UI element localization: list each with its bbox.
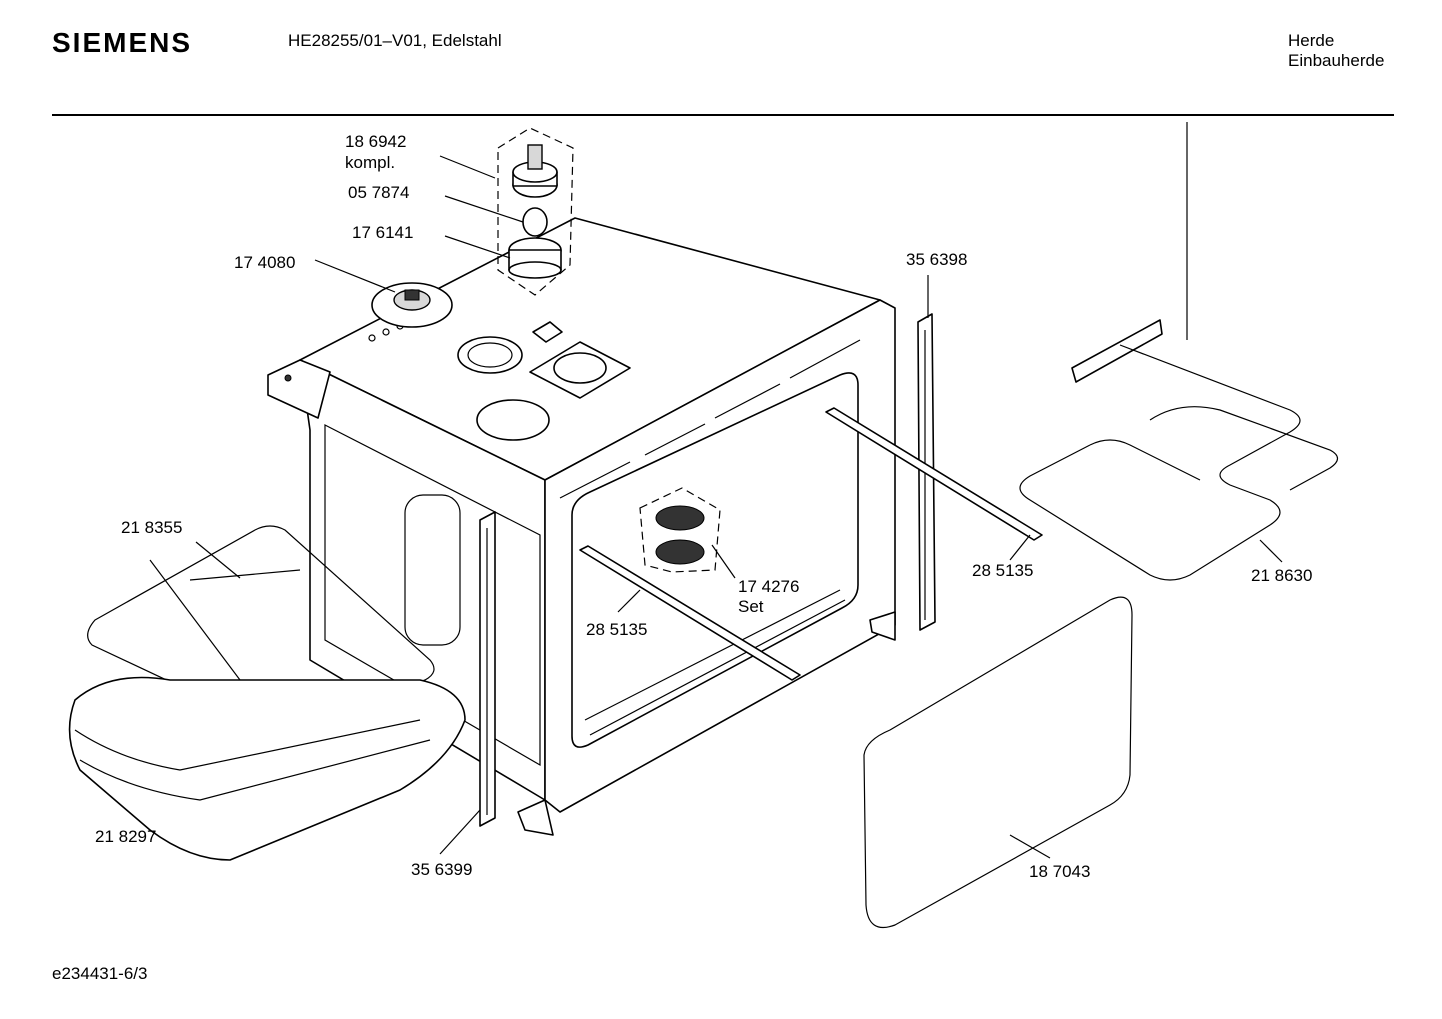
part-356399-drawing xyxy=(479,511,496,827)
brand-logo: SIEMENS xyxy=(52,27,193,58)
label-218630: 21 8630 xyxy=(1251,566,1312,585)
part-186942-drawing xyxy=(497,127,574,296)
label-186942-note: kompl. xyxy=(345,153,395,172)
part-187043-drawing xyxy=(863,596,1133,929)
label-174080: 17 4080 xyxy=(234,253,295,272)
part-285135-right-drawing xyxy=(825,407,1043,541)
leader-lines xyxy=(195,155,1283,859)
document-id: e234431-6/3 xyxy=(52,964,148,983)
label-218355: 21 8355 xyxy=(121,518,182,537)
header-divider xyxy=(52,114,1394,116)
label-356399: 35 6399 xyxy=(411,860,472,879)
label-356398: 35 6398 xyxy=(906,250,967,269)
subcategory-label: Einbauherde xyxy=(1288,51,1385,70)
label-187043: 18 7043 xyxy=(1029,862,1090,881)
label-218297: 21 8297 xyxy=(95,827,156,846)
label-285135-left: 28 5135 xyxy=(586,620,647,639)
label-186942: 18 6942 xyxy=(345,132,406,151)
part-218297-drawing xyxy=(68,676,466,861)
part-285135-left-drawing xyxy=(579,545,801,681)
label-174276: 17 4276 xyxy=(738,577,799,596)
model-title: HE28255/01–V01, Edelstahl xyxy=(288,31,502,50)
category-label: Herde xyxy=(1288,31,1335,50)
label-174276-note: Set xyxy=(738,597,764,616)
part-218630-drawing xyxy=(1019,319,1339,581)
label-057874: 05 7874 xyxy=(348,183,409,202)
part-174276-drawing xyxy=(639,487,721,573)
label-285135-right: 28 5135 xyxy=(972,561,1033,580)
part-174080-drawing xyxy=(371,282,453,328)
label-176141: 17 6141 xyxy=(352,223,413,242)
